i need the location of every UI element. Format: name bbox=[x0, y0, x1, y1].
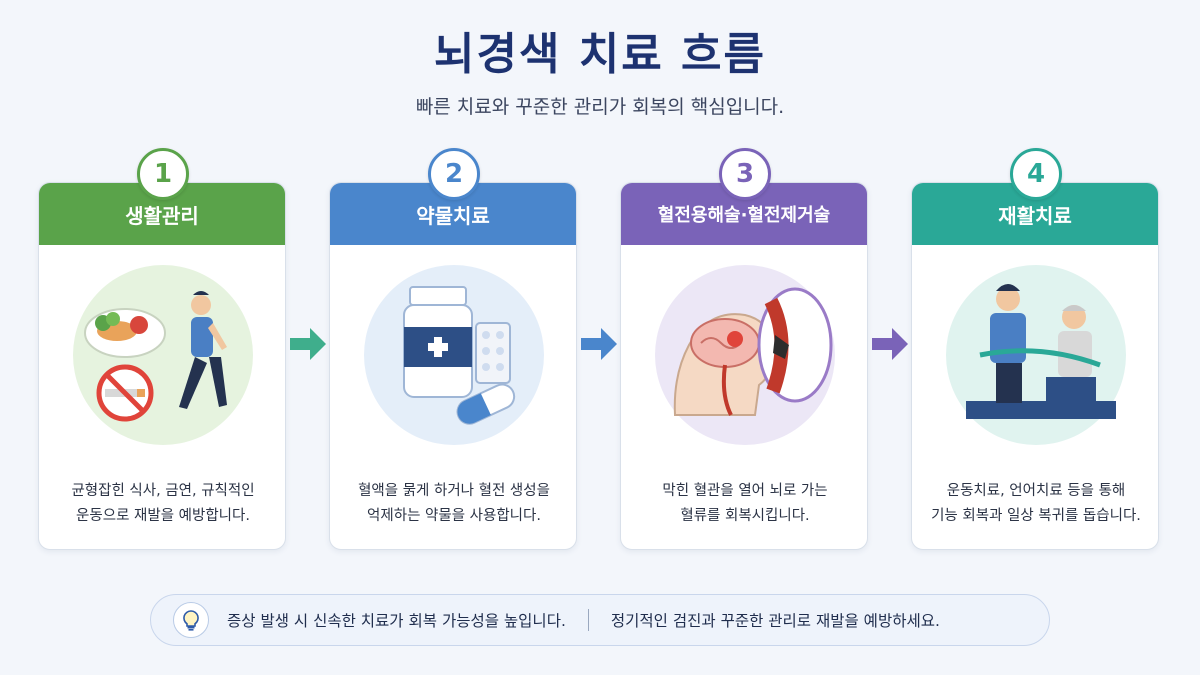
lifestyle-icon bbox=[84, 291, 227, 422]
tip-text-1: 증상 발생 시 신속한 치료가 회복 가능성을 높입니다. bbox=[227, 612, 566, 630]
step-3-desc-line-2: 혈류를 회복시킵니다. bbox=[680, 508, 810, 524]
step-1-number-badge: 1 bbox=[137, 148, 189, 200]
thrombolysis-illustration bbox=[655, 265, 835, 445]
brain-vessel-icon bbox=[673, 287, 833, 416]
rehabilitation-illustration bbox=[946, 265, 1126, 445]
step-1-description: 균형잡힌 식사, 금연, 규칙적인 운동으로 재발을 예방합니다. bbox=[49, 479, 277, 529]
step-2-number-badge: 2 bbox=[428, 148, 480, 200]
step-3-number-badge: 3 bbox=[719, 148, 771, 200]
step-4-desc-line-2: 기능 회복과 일상 복귀를 돕습니다. bbox=[931, 508, 1141, 524]
step-3-desc-line-1: 막힌 혈관을 열어 뇌로 가는 bbox=[662, 483, 828, 499]
step-4-number-badge: 4 bbox=[1010, 148, 1062, 200]
step-2-desc-line-2: 억제하는 약물을 사용합니다. bbox=[367, 508, 541, 524]
tip-text-2: 정기적인 검진과 꾸준한 관리로 재발을 예방하세요. bbox=[610, 612, 940, 630]
page-title: 뇌경색 치료 흐름 bbox=[434, 29, 766, 80]
flow-arrow-1-icon bbox=[290, 328, 326, 360]
flow-arrow-2-icon bbox=[581, 328, 617, 360]
step-3-card: 혈전용해술·혈전제거술 막힌 혈관을 열어 뇌로 가는 혈류를 회복시킵니다. bbox=[620, 182, 868, 550]
rehab-therapy-icon bbox=[966, 284, 1116, 419]
medication-illustration bbox=[364, 265, 544, 445]
step-2-card: 약물치료 혈액을 묽게 하거나 혈전 생성을 억제하는 약물을 사용합니다. bbox=[329, 182, 577, 550]
medicine-bottle-icon bbox=[403, 286, 516, 425]
step-4-card: 재활치료 운동치료, 언어치료 등을 통해 기능 회복과 일상 복귀를 돕습니다… bbox=[911, 182, 1159, 550]
step-3-description: 막힌 혈관을 열어 뇌로 가는 혈류를 회복시킵니다. bbox=[631, 479, 859, 529]
lifestyle-illustration bbox=[73, 265, 253, 445]
step-2-desc-line-1: 혈액을 묽게 하거나 혈전 생성을 bbox=[358, 483, 550, 499]
page-subtitle: 빠른 치료와 꾸준한 관리가 회복의 핵심입니다. bbox=[415, 96, 785, 118]
step-1-desc-line-1: 균형잡힌 식사, 금연, 규칙적인 bbox=[71, 483, 255, 499]
tip-banner: 증상 발생 시 신속한 치료가 회복 가능성을 높입니다. 정기적인 검진과 꾸… bbox=[150, 594, 1050, 646]
step-1-card: 생활관리 균형잡힌 식사, 금연, 규칙적인 운동으로 재발을 예방합니다. bbox=[38, 182, 286, 550]
step-4-description: 운동치료, 언어치료 등을 통해 기능 회복과 일상 복귀를 돕습니다. bbox=[922, 479, 1150, 529]
lightbulb-icon bbox=[173, 602, 209, 638]
step-2-description: 혈액을 묽게 하거나 혈전 생성을 억제하는 약물을 사용합니다. bbox=[340, 479, 568, 529]
tip-divider bbox=[587, 609, 589, 631]
flow-arrow-3-icon bbox=[872, 328, 908, 360]
step-1-desc-line-2: 운동으로 재발을 예방합니다. bbox=[76, 508, 250, 524]
step-4-desc-line-1: 운동치료, 언어치료 등을 통해 bbox=[946, 483, 1126, 499]
